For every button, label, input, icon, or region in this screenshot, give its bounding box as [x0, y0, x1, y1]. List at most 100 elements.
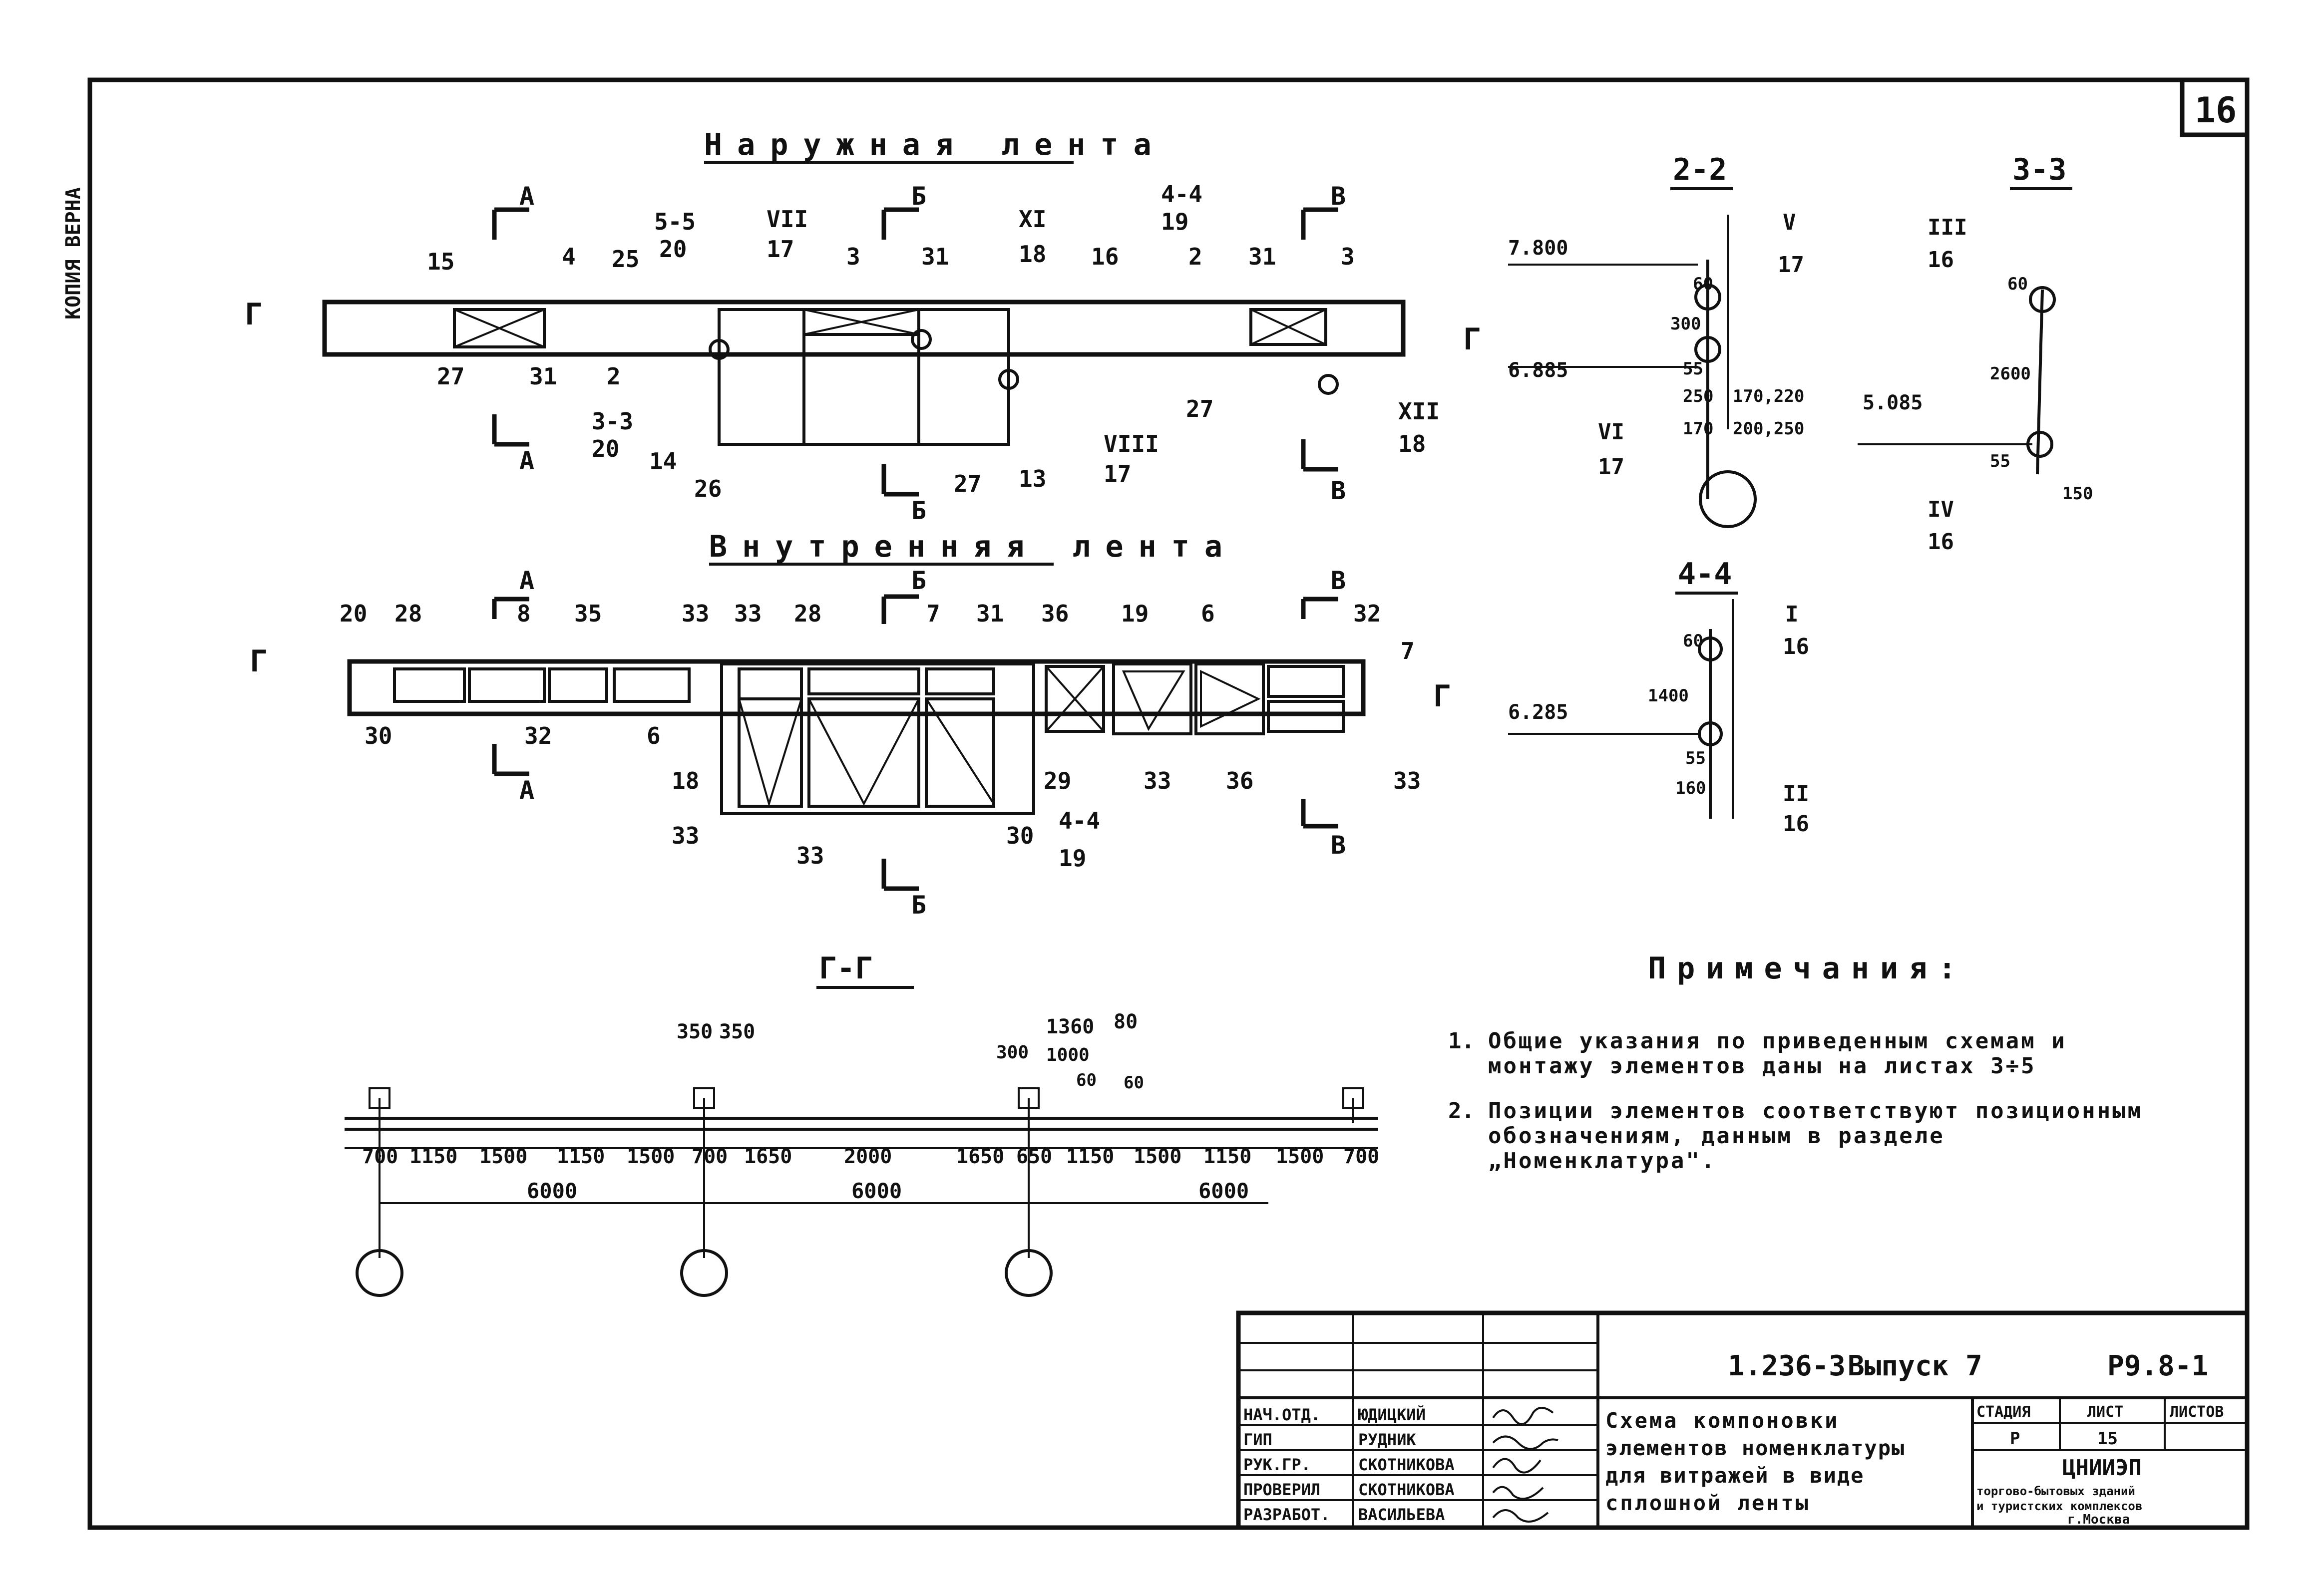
section-3-3-node-III: III: [1928, 215, 1967, 240]
outer-section-b-top: Б: [911, 182, 926, 211]
outer-callout-2: 2: [1188, 243, 1202, 270]
section-4-4-dim-160: 160: [1675, 778, 1706, 798]
inner-callout-19: 19: [1121, 600, 1149, 627]
inner-callout-32b: 32: [524, 722, 552, 749]
outer-callout-18b: 18: [1398, 430, 1426, 457]
gg-seg-9: 1650: [956, 1145, 1004, 1168]
inner-band-lower-frame: [720, 662, 1035, 815]
outer-band-callouts: 15 4 25 5-5 20 VII 17 3 31 XI 18 16 4-4 …: [427, 181, 1440, 502]
section-g-g-title: Г-Г: [819, 951, 873, 986]
tb-role-5: РАЗРАБОТ.: [1243, 1505, 1330, 1524]
tb-sheet: 15: [2097, 1429, 2118, 1449]
inner-callout-19b: 19: [1059, 845, 1086, 872]
outer-section-v-top: В: [1331, 182, 1346, 211]
inner-callout-33d: 33: [1393, 767, 1421, 794]
tb-issue: Выпуск 7: [1848, 1350, 1982, 1382]
gg-top-dim-1360: 1360: [1046, 1015, 1094, 1038]
section-4-4-dim-1400: 1400: [1648, 686, 1689, 706]
section-4-4-dim-60: 60: [1683, 631, 1703, 651]
outer-callout-20: 20: [659, 236, 687, 263]
tb-doc-no: Р9.8-1: [2107, 1350, 2208, 1382]
title-block: 1.236-3 Выпуск 7 Р9.8-1 НАЧ.ОТД. ГИП РУК…: [1236, 1310, 2250, 1530]
section-4-4-node-I: I: [1785, 602, 1799, 627]
tb-role-3: РУК.ГР.: [1243, 1455, 1311, 1474]
gg-seg-12: 1500: [1134, 1145, 1181, 1168]
gg-seg-10: 650: [1016, 1145, 1052, 1168]
note-2-line3: „Номенклатура".: [1488, 1148, 1716, 1174]
gg-span-1: 6000: [527, 1179, 577, 1203]
section-2-2: 2-2 7.800 6.885 60 300 55 250 170 170,22…: [1508, 152, 1804, 528]
gg-top-dim-80: 80: [1114, 1010, 1138, 1033]
gg-seg-15: 700: [1343, 1145, 1379, 1168]
gg-span-3: 6000: [1198, 1179, 1249, 1203]
outer-callout-31: 31: [921, 243, 949, 270]
inner-callout-33b: 33: [734, 600, 762, 627]
outer-pos-4: [453, 308, 546, 348]
section-4-4-node-16: 16: [1783, 634, 1809, 659]
inner-callout-33c: 33: [1144, 767, 1171, 794]
section-2-2-node-17: 17: [1778, 252, 1804, 278]
gg-seg-7: 1650: [744, 1145, 792, 1168]
inner-callout-29: 29: [1044, 767, 1071, 794]
note-2-line1: Позиции элементов соответствуют позицион…: [1488, 1098, 2143, 1124]
section-4-4-title: 4-4: [1678, 557, 1732, 592]
gg-top-dim-60b: 60: [1124, 1073, 1144, 1093]
inner-band-callouts: 20 28 8 35 33 33 28 7 31 36 19 6 32 7 30…: [340, 600, 1421, 872]
inner-section-v-bottom: В: [1331, 831, 1346, 860]
section-3-3-dim-60: 60: [2007, 274, 2028, 294]
outer-callout-4: 4: [562, 243, 576, 270]
tb-title-line-3: для витражей в виде: [1605, 1463, 1864, 1488]
outer-section-b-bottom: Б: [911, 496, 926, 525]
tb-role-1: НАЧ.ОТД.: [1243, 1405, 1320, 1424]
inner-band-strip: [347, 659, 1366, 716]
gg-seg-2: 1150: [409, 1145, 457, 1168]
gg-top-dim-1000: 1000: [1046, 1045, 1090, 1065]
section-2-2-dim-170-220: 170,220: [1733, 386, 1804, 406]
outer-callout-15: 15: [427, 248, 454, 275]
inner-section-g-right: Г: [1433, 679, 1451, 714]
section-2-2-dim-300: 300: [1670, 314, 1701, 334]
inner-callout-31: 31: [976, 600, 1004, 627]
inner-callout-36: 36: [1041, 600, 1069, 627]
inner-callout-33f: 33: [796, 842, 824, 869]
section-2-2-dim-170: 170: [1683, 419, 1713, 439]
gg-seg-4: 1150: [557, 1145, 605, 1168]
section-2-2-node-VI: VI: [1598, 419, 1624, 445]
note-1-line2: монтажу элементов даны на листах 3÷5: [1488, 1053, 2036, 1079]
gg-seg-1: 700: [362, 1145, 398, 1168]
gg-seg-11: 1150: [1066, 1145, 1114, 1168]
section-4-4-node-16b: 16: [1783, 811, 1809, 837]
outer-callout-2b: 2: [607, 363, 621, 390]
outer-band-lower-frame: [718, 308, 1010, 446]
inner-callout-33e: 33: [672, 822, 699, 849]
note-2-num: 2.: [1448, 1098, 1475, 1124]
outer-band-view: Наружная лента Г Г А А Б Б В В: [245, 127, 1481, 525]
gg-seg-5: 1500: [627, 1145, 675, 1168]
section-3-3-dim-2600: 2600: [1990, 364, 2031, 384]
axis-marker-2: [680, 1249, 728, 1297]
inner-callout-32: 32: [1353, 600, 1381, 627]
outer-callout-25: 25: [612, 246, 639, 273]
outer-callout-27b: 27: [954, 470, 981, 497]
tb-title-line-2: элементов номенклатуры: [1605, 1436, 1905, 1460]
inner-callout-28b: 28: [794, 600, 821, 627]
axis-marker-3: [1005, 1249, 1053, 1297]
inner-section-g-left: Г: [250, 644, 268, 679]
inner-callout-7b: 7: [1401, 637, 1415, 664]
notes-block: Примечания: 1. Общие указания по приведе…: [1448, 951, 2143, 1174]
outer-section-g-right: Г: [1463, 322, 1481, 357]
tb-sheet-header: ЛИСТ: [2087, 1403, 2123, 1421]
section-3-3-dim-55: 55: [1990, 451, 2010, 471]
inner-callout-20: 20: [340, 600, 367, 627]
outer-section-g-left: Г: [245, 297, 263, 332]
inner-callout-8: 8: [517, 600, 531, 627]
notes-title: Примечания:: [1648, 951, 1967, 986]
section-2-2-level-top: 7.800: [1508, 237, 1568, 260]
section-3-3-dim-150: 150: [2062, 484, 2093, 504]
outer-callout-27: 27: [437, 363, 464, 390]
sheet-frame: [87, 77, 2250, 1530]
tb-org: ЦНИИЭП: [2062, 1455, 2142, 1481]
tb-stage: Р: [2010, 1429, 2020, 1449]
section-3-3-node-16b: 16: [1928, 529, 1954, 555]
